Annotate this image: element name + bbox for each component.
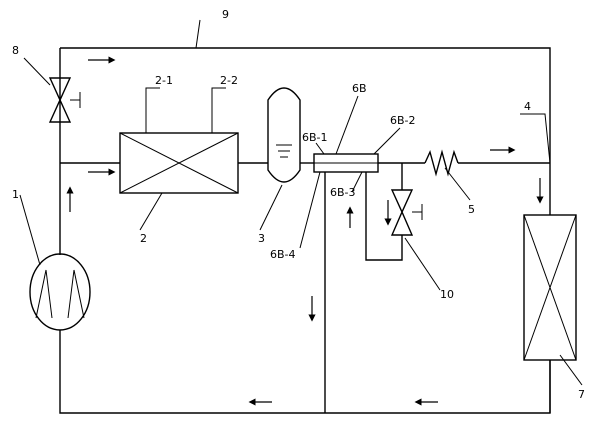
label-2: 2 [140,232,147,245]
capillary [424,149,459,177]
label-3: 3 [258,232,265,245]
evaporator [523,214,577,361]
label-7: 7 [578,388,585,401]
leader-lines [19,19,583,386]
label-4: 4 [524,100,531,113]
label-10: 10 [440,288,454,301]
heat-exchanger [313,153,379,173]
label-2-1: 2-1 [155,74,173,87]
labels: 1 2 2-1 2-2 3 4 5 6B 6B-1 6B-2 6B-3 6B-4… [12,8,585,401]
label-8: 8 [12,44,19,57]
return-valve [390,189,423,236]
label-5: 5 [468,203,475,216]
label-6b-2: 6B-2 [390,114,416,127]
label-6b-3: 6B-3 [330,186,356,199]
flow-arrows [66,56,544,406]
label-6b-1: 6B-1 [302,131,328,144]
piping [59,47,551,414]
label-1: 1 [12,188,19,201]
receiver [267,87,301,183]
label-2-2: 2-2 [220,74,238,87]
condenser [119,87,239,194]
label-6b-4: 6B-4 [270,248,296,261]
compressor [29,253,91,331]
bypass-valve [48,77,81,123]
label-6b: 6B [352,82,367,95]
label-9: 9 [222,8,229,21]
